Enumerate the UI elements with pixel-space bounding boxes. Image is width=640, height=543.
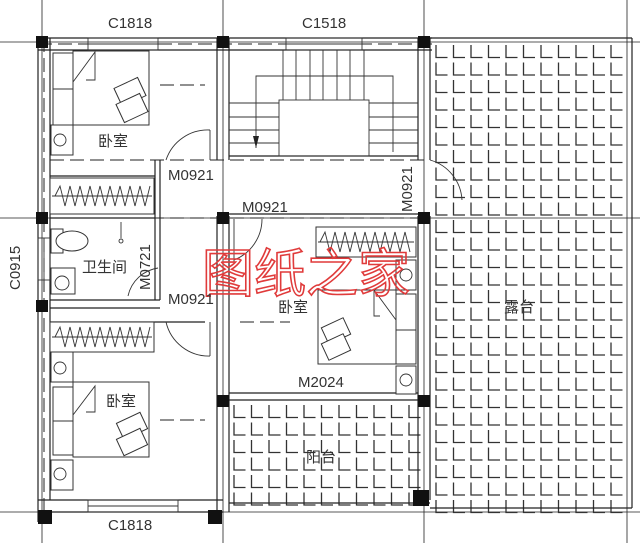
terrace-tiles [435, 45, 623, 514]
door-label-balcony: M2024 [298, 374, 344, 391]
room-label-terrace: 露台 [504, 298, 534, 316]
watermark: 图纸之家 [202, 245, 410, 305]
door-label-bathroom: M0721 [137, 244, 154, 290]
window-label-left-side: C0915 [7, 246, 24, 290]
bed-center [317, 259, 417, 395]
door-label-bedroom-center: M0921 [242, 199, 288, 216]
room-label-balcony: 阳台 [306, 448, 336, 466]
window-label-top-middle: C1518 [302, 15, 346, 32]
windows [37, 37, 363, 513]
bed-bottom [50, 351, 150, 491]
wardrobe-center [315, 226, 417, 258]
room-label-bedroom-center: 卧室 [278, 298, 308, 316]
door-swings [127, 84, 463, 421]
door-label-bedroom-bottom: M0921 [168, 291, 214, 308]
walls [37, 37, 633, 522]
labels: C1818 C1518 C1818 C0915 M0921 M0921 M092… [7, 15, 534, 534]
window-label-top-left: C1818 [108, 15, 152, 32]
door-label-terrace: M0921 [399, 166, 416, 212]
columns [36, 36, 430, 524]
room-label-bedroom-top: 卧室 [98, 132, 128, 150]
bed-top [50, 50, 150, 156]
wardrobe-bottom [49, 321, 155, 353]
balcony-tiles [233, 405, 421, 506]
staircase [229, 50, 418, 157]
room-label-bathroom: 卫生间 [82, 258, 127, 276]
wardrobe-top [49, 177, 155, 215]
window-label-bottom-left: C1818 [108, 517, 152, 534]
room-label-bedroom-bottom: 卧室 [106, 392, 136, 410]
door-label-bedroom-top: M0921 [168, 167, 214, 184]
bathroom-fixtures [50, 222, 124, 295]
